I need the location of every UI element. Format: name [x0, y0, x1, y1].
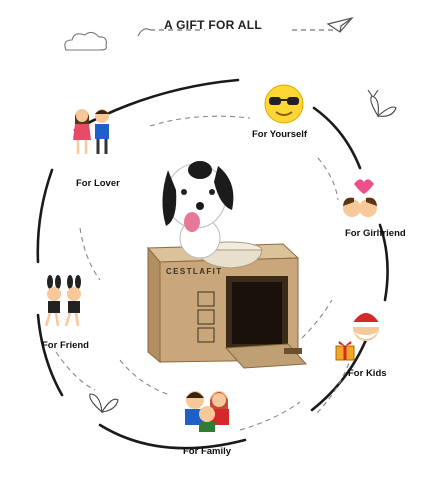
- label-for-lover: For Lover: [76, 178, 120, 189]
- label-for-girlfriend: For Girlfriend: [345, 228, 406, 239]
- bunny-girls-icon: [44, 275, 81, 327]
- butterfly-icon: [367, 89, 397, 118]
- dog-figure: [162, 161, 234, 259]
- banner-line: [137, 28, 335, 37]
- pictogram-icons: [197, 291, 215, 343]
- coin-bank-box: CESTLAFIT: [146, 243, 308, 369]
- gift-icon: [335, 341, 355, 361]
- sunglasses-face-icon: [264, 84, 304, 124]
- label-for-friend: For Friend: [42, 340, 89, 351]
- couple-icon: [73, 109, 109, 154]
- kissing-couple-icon: [343, 179, 377, 217]
- brand-text: CESTLAFIT: [166, 267, 223, 276]
- label-for-family: For Family: [183, 446, 232, 457]
- page-title: A GIFT FOR ALL: [164, 18, 262, 32]
- label-for-kids: For Kids: [348, 368, 387, 379]
- cloud-icon: [64, 31, 107, 51]
- food-bowl: [197, 241, 263, 269]
- label-for-yourself: For Yourself: [252, 129, 308, 140]
- paper-plane-icon: [326, 16, 354, 33]
- inner-dashes: [55, 115, 353, 431]
- santa-face-icon: [351, 313, 381, 341]
- gift-ring: [36, 78, 389, 450]
- butterfly-icon: [89, 393, 119, 414]
- family-icon: [185, 391, 229, 432]
